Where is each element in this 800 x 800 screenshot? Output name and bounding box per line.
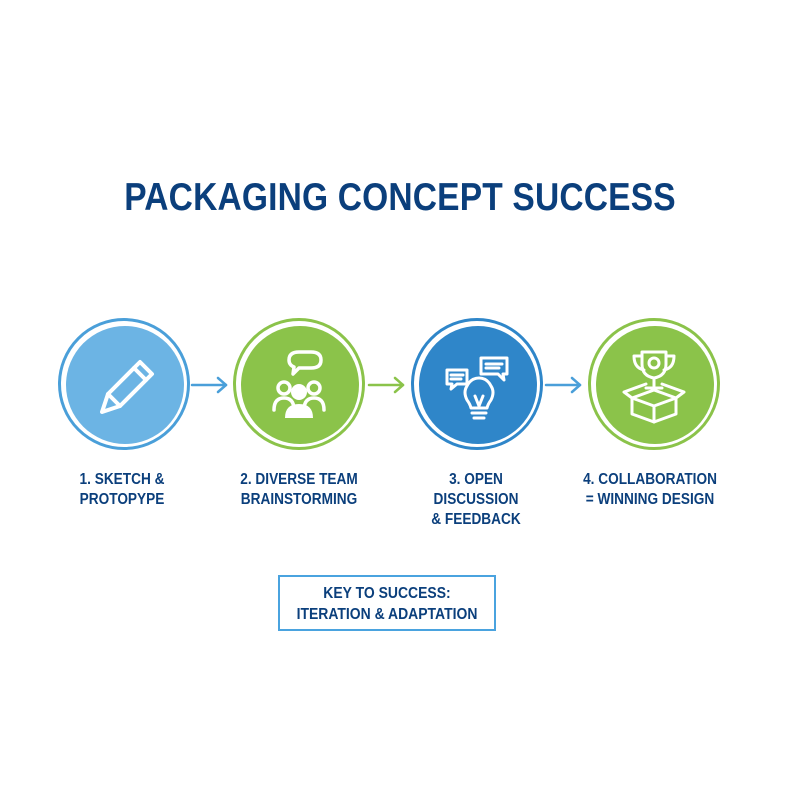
- step-1-label: 1. SKETCH & PROTOPYPE: [79, 471, 165, 508]
- arrow-1-icon: [190, 376, 228, 394]
- arrow-3-icon: [544, 376, 582, 394]
- key-line-1: KEY TO SUCCESS:: [323, 585, 451, 602]
- team-brainstorm-icon: [272, 350, 326, 418]
- key-to-success-box: KEY TO SUCCESS: ITERATION & ADAPTATION: [278, 575, 496, 631]
- chat-lightbulb-icon: [445, 356, 509, 420]
- page-title: PACKAGING CONCEPT SUCCESS: [124, 176, 676, 219]
- step-1-circle: [58, 318, 190, 450]
- step-4-label: 4. COLLABORATION = WINNING DESIGN: [583, 471, 717, 508]
- arrow-2-icon: [367, 376, 405, 394]
- key-line-2: ITERATION & ADAPTATION: [296, 606, 478, 623]
- step-2-label: 2. DIVERSE TEAM BRAINSTORMING: [240, 471, 358, 508]
- step-3-label: 3. OPEN DISCUSSION & FEEDBACK: [431, 471, 521, 528]
- pencil-icon: [100, 360, 154, 414]
- step-4-circle: [588, 318, 720, 450]
- step-2-circle: [233, 318, 365, 450]
- step-3-circle: [411, 318, 543, 450]
- trophy-box-icon: [622, 350, 686, 424]
